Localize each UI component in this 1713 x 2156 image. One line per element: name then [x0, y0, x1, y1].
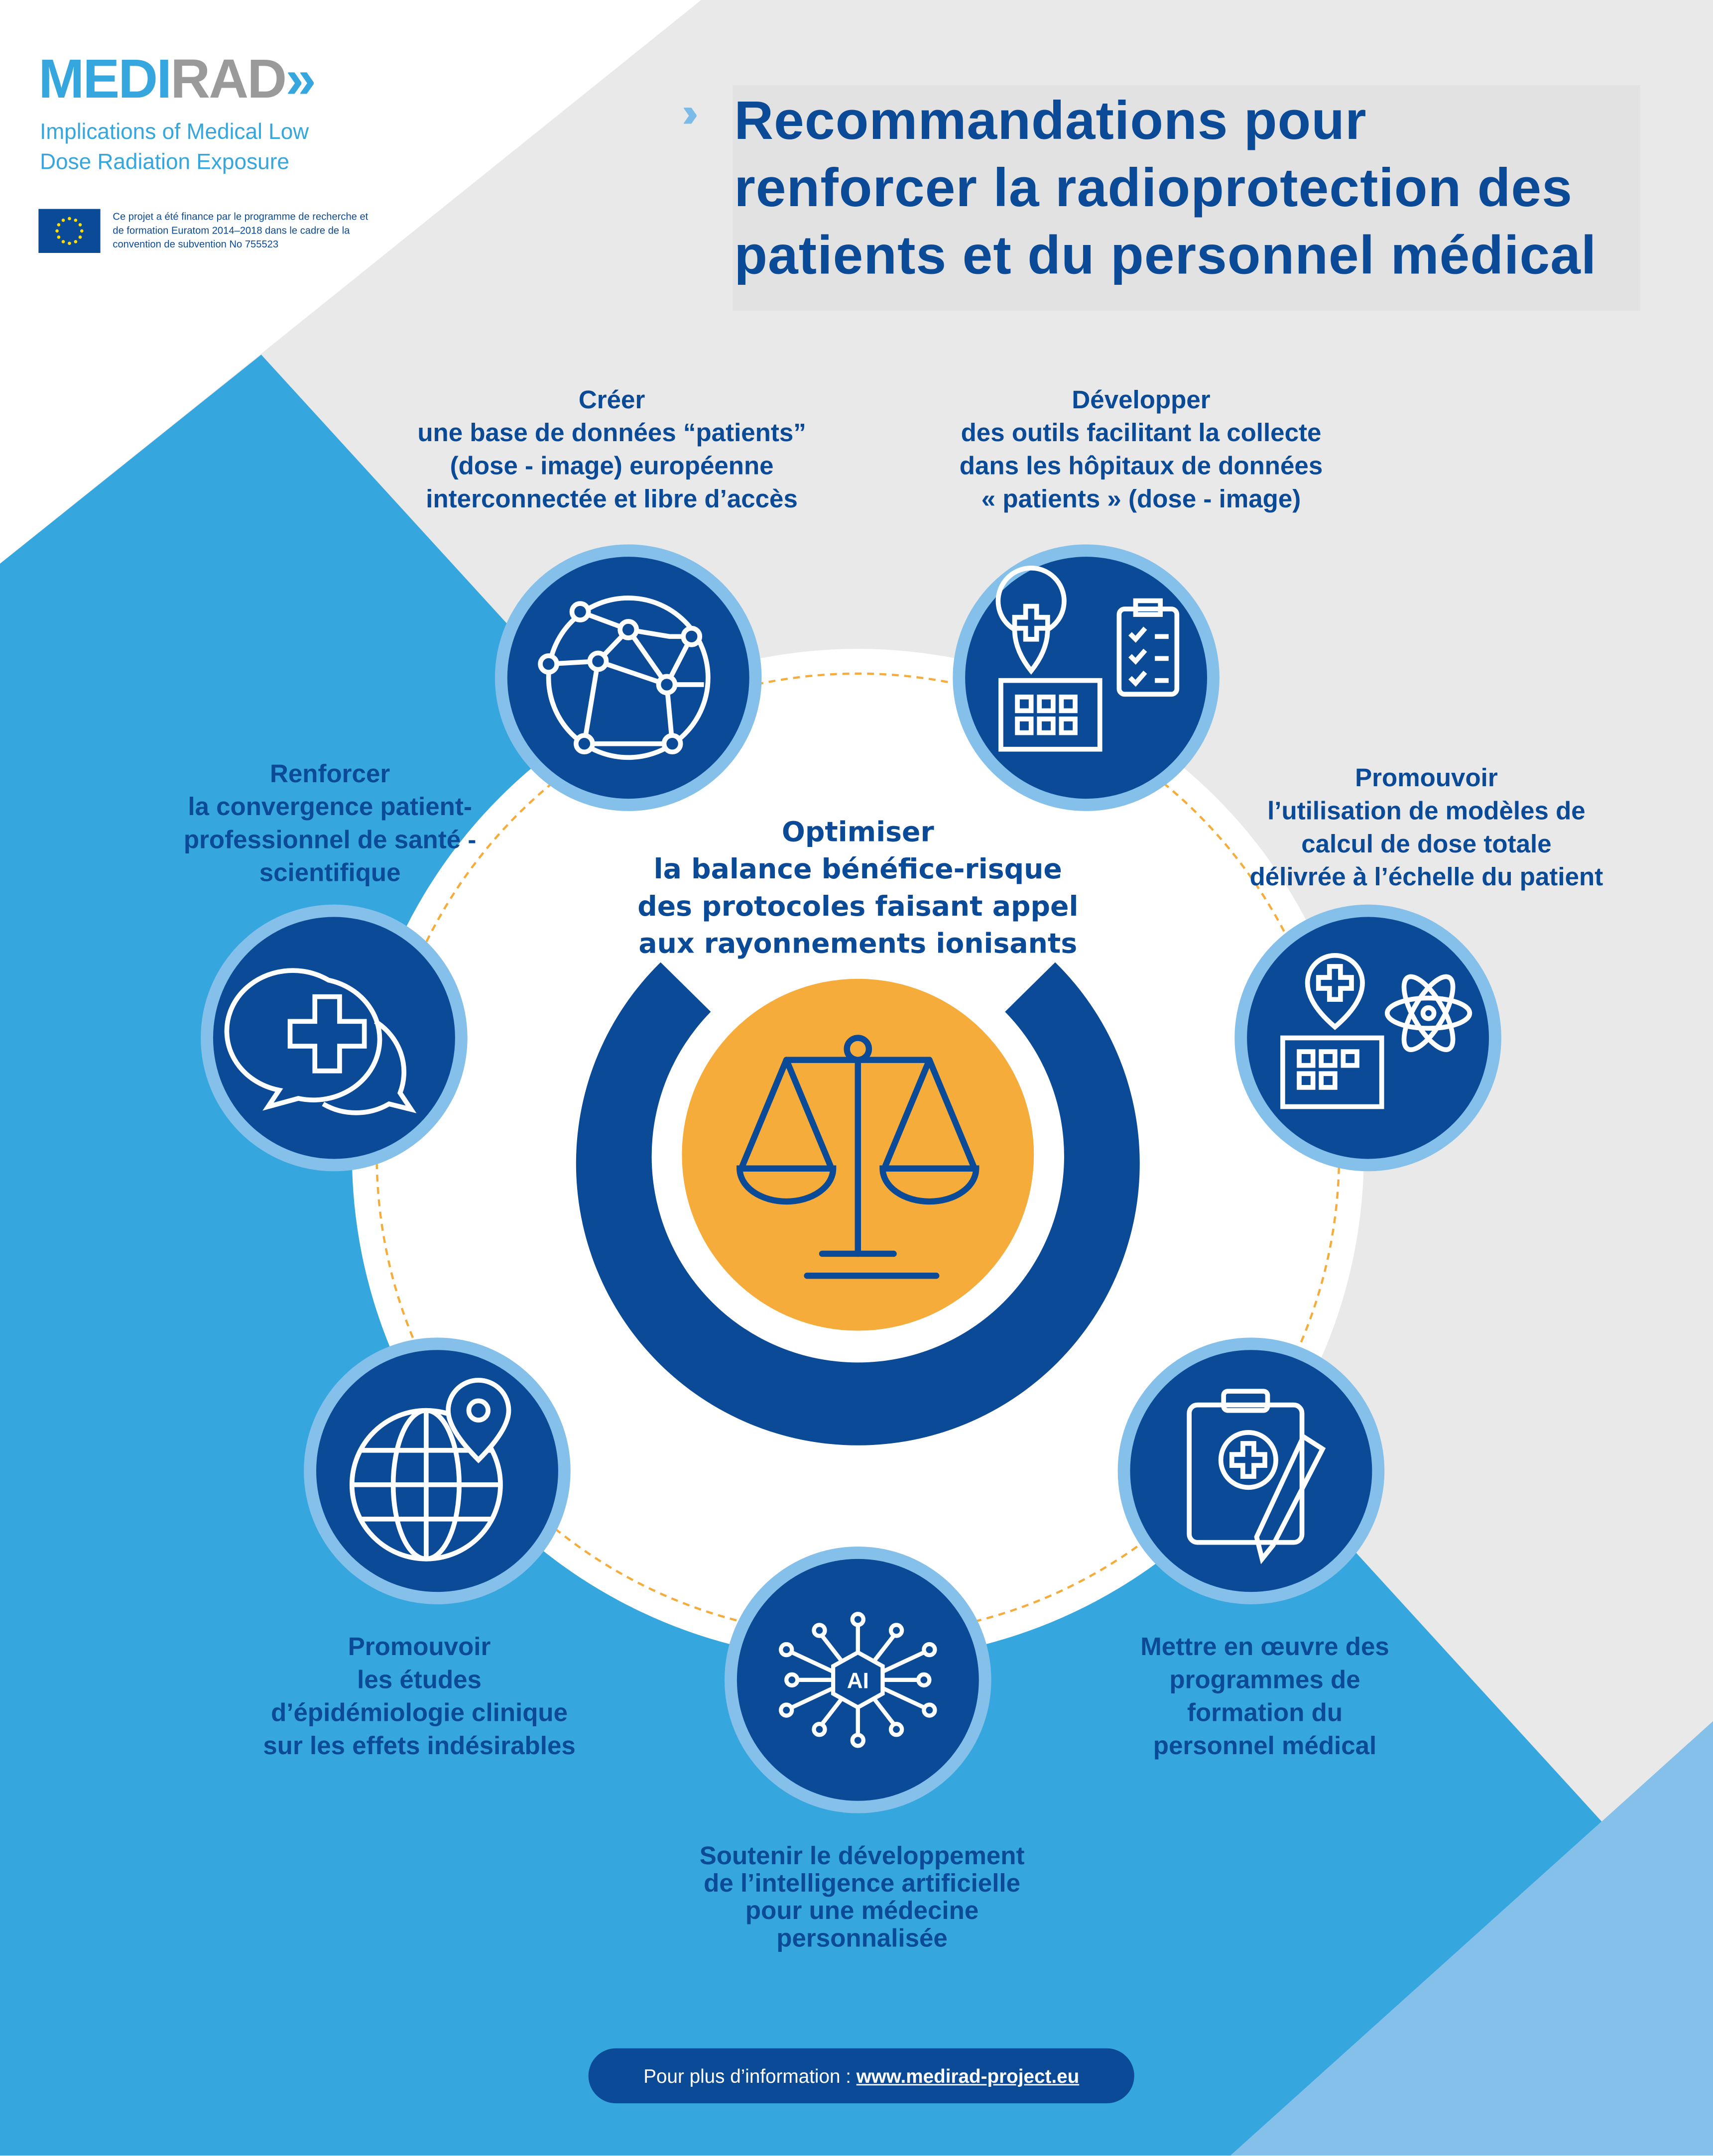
- recommendation-collection-tools: Développer des outils facilitant la colle…: [866, 383, 1416, 515]
- center-line: Optimiser: [781, 815, 934, 848]
- title-chevron-icon: ››: [682, 91, 698, 136]
- ai-chip-icon: AI: [724, 1547, 991, 1813]
- dark-blue-arc: [576, 962, 1140, 1445]
- hospital-atom-icon: [1234, 904, 1501, 1172]
- center-line: la balance bénéfice-risque: [653, 852, 1062, 886]
- label-line: d’épidémiologie clinique: [271, 1697, 568, 1727]
- eu-flag-icon: [38, 209, 101, 253]
- funding-line: Ce projet a été finance par le programme…: [113, 210, 368, 223]
- label-line: les études: [357, 1665, 482, 1694]
- label-line: formation du: [1187, 1697, 1343, 1727]
- recommendation-database: Créer une base de données “patients” (dose…: [330, 383, 894, 515]
- title-line: renforcer la radioprotection des: [734, 158, 1573, 219]
- subtitle-line: Implications of Medical Low: [40, 120, 309, 144]
- recommendation-convergence: Renforcer la convergence patient-professi…: [137, 757, 522, 889]
- label-line: des outils facilitant la collecte: [961, 418, 1322, 447]
- label-line: sur les effets indésirables: [263, 1730, 576, 1760]
- label-line: pour une médecine: [745, 1896, 979, 1925]
- scales-icon: [736, 1035, 979, 1279]
- label-line: « patients » (dose - image): [981, 483, 1301, 513]
- label-line: personnalisée: [776, 1923, 948, 1952]
- network-globe-icon: [494, 544, 762, 811]
- label-line: calcul de dose totale: [1301, 829, 1552, 858]
- label-line: délivrée à l’échelle du patient: [1249, 862, 1603, 891]
- label-line: personnel médical: [1153, 1730, 1377, 1760]
- funding-line: convention de subvention No 755523: [113, 238, 279, 250]
- funding-line: de formation Euratom 2014–2018 dans le c…: [113, 224, 350, 237]
- center-line: des protocoles faisant appel: [637, 889, 1079, 923]
- medirad-logo: MEDIRAD»: [38, 49, 316, 110]
- logo-medi: MEDI: [38, 49, 172, 110]
- label-line: de l’intelligence artificielle: [704, 1868, 1021, 1898]
- label-line: programmes de: [1169, 1665, 1360, 1694]
- title-background: [733, 85, 1640, 311]
- label-line: l’utilisation de modèles de: [1267, 796, 1586, 825]
- page-title: Recommandations pour renforcer la radiopr…: [734, 88, 1669, 290]
- center-line: aux rayonnements ionisants: [638, 926, 1078, 960]
- label-line: scientifique: [259, 857, 401, 887]
- label-line: Renforcer: [269, 759, 390, 788]
- title-line: patients et du personnel médical: [734, 225, 1597, 286]
- medical-chat-icon: [201, 904, 468, 1172]
- title-line: Recommandations pour: [734, 91, 1367, 151]
- funding-notice: Ce projet a été finance par le programme…: [113, 210, 415, 251]
- label-line: dans les hôpitaux de données: [959, 451, 1323, 480]
- label-line: Créer: [578, 385, 645, 414]
- footer-text: Pour plus d’information :: [643, 2064, 856, 2087]
- label-line: Développer: [1072, 385, 1211, 414]
- recommendation-dose-models: Promouvoir l’utilisation de modèles de cal…: [1210, 762, 1643, 894]
- label-line: Promouvoir: [348, 1632, 491, 1661]
- label-line: Promouvoir: [1355, 763, 1498, 792]
- svg-text:AI: AI: [847, 1669, 869, 1693]
- logo-chevron-icon: »: [285, 49, 316, 110]
- label-line: (dose - image) européenne: [450, 451, 774, 480]
- label-line: Soutenir le développement: [699, 1840, 1025, 1870]
- label-line: la convergence patient-: [188, 792, 472, 821]
- subtitle-line: Dose Radiation Exposure: [40, 151, 289, 175]
- label-line: professionnel de santé -: [183, 825, 477, 854]
- logo-rad: RAD: [170, 49, 287, 110]
- recommendation-training: Mettre en œuvre des programmes de formatio…: [1059, 1630, 1471, 1762]
- clipboard-pencil-icon: [1117, 1337, 1385, 1604]
- label-line: Mettre en œuvre des: [1140, 1632, 1389, 1661]
- recommendation-epidemiology: Promouvoir les études d’épidémiologie clin…: [206, 1630, 632, 1762]
- label-line: une base de données “patients”: [417, 418, 806, 447]
- hospital-clipboard-icon: [953, 544, 1220, 811]
- label-line: interconnectée et libre d’accès: [426, 483, 798, 513]
- website-link[interactable]: www.medirad-project.eu: [856, 2064, 1080, 2087]
- globe-pin-icon: [304, 1337, 571, 1604]
- footer-info-pill: Pour plus d’information : www.medirad-pr…: [588, 2048, 1134, 2104]
